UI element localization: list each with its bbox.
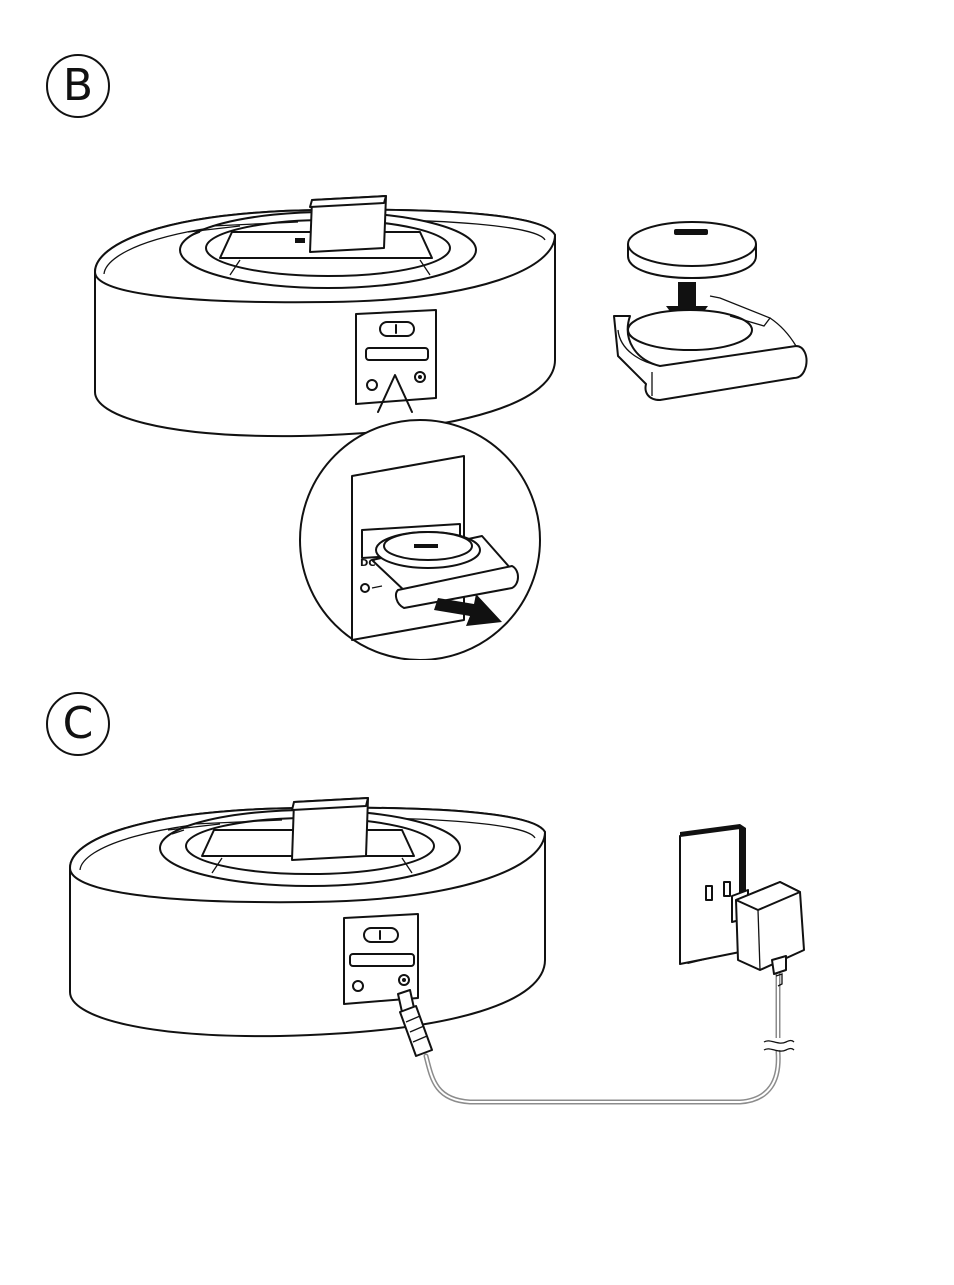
step-c-illustration xyxy=(0,660,954,1285)
svg-text:DC: DC xyxy=(360,558,376,569)
step-c-section: C xyxy=(0,660,954,1285)
speaker-dock xyxy=(70,798,545,1036)
battery-tray xyxy=(614,296,807,400)
coin-battery xyxy=(628,222,756,278)
step-b-illustration: DC xyxy=(0,0,954,660)
speaker-dock xyxy=(95,196,555,436)
power-adapter xyxy=(732,882,804,986)
step-b-section: B xyxy=(0,0,954,660)
